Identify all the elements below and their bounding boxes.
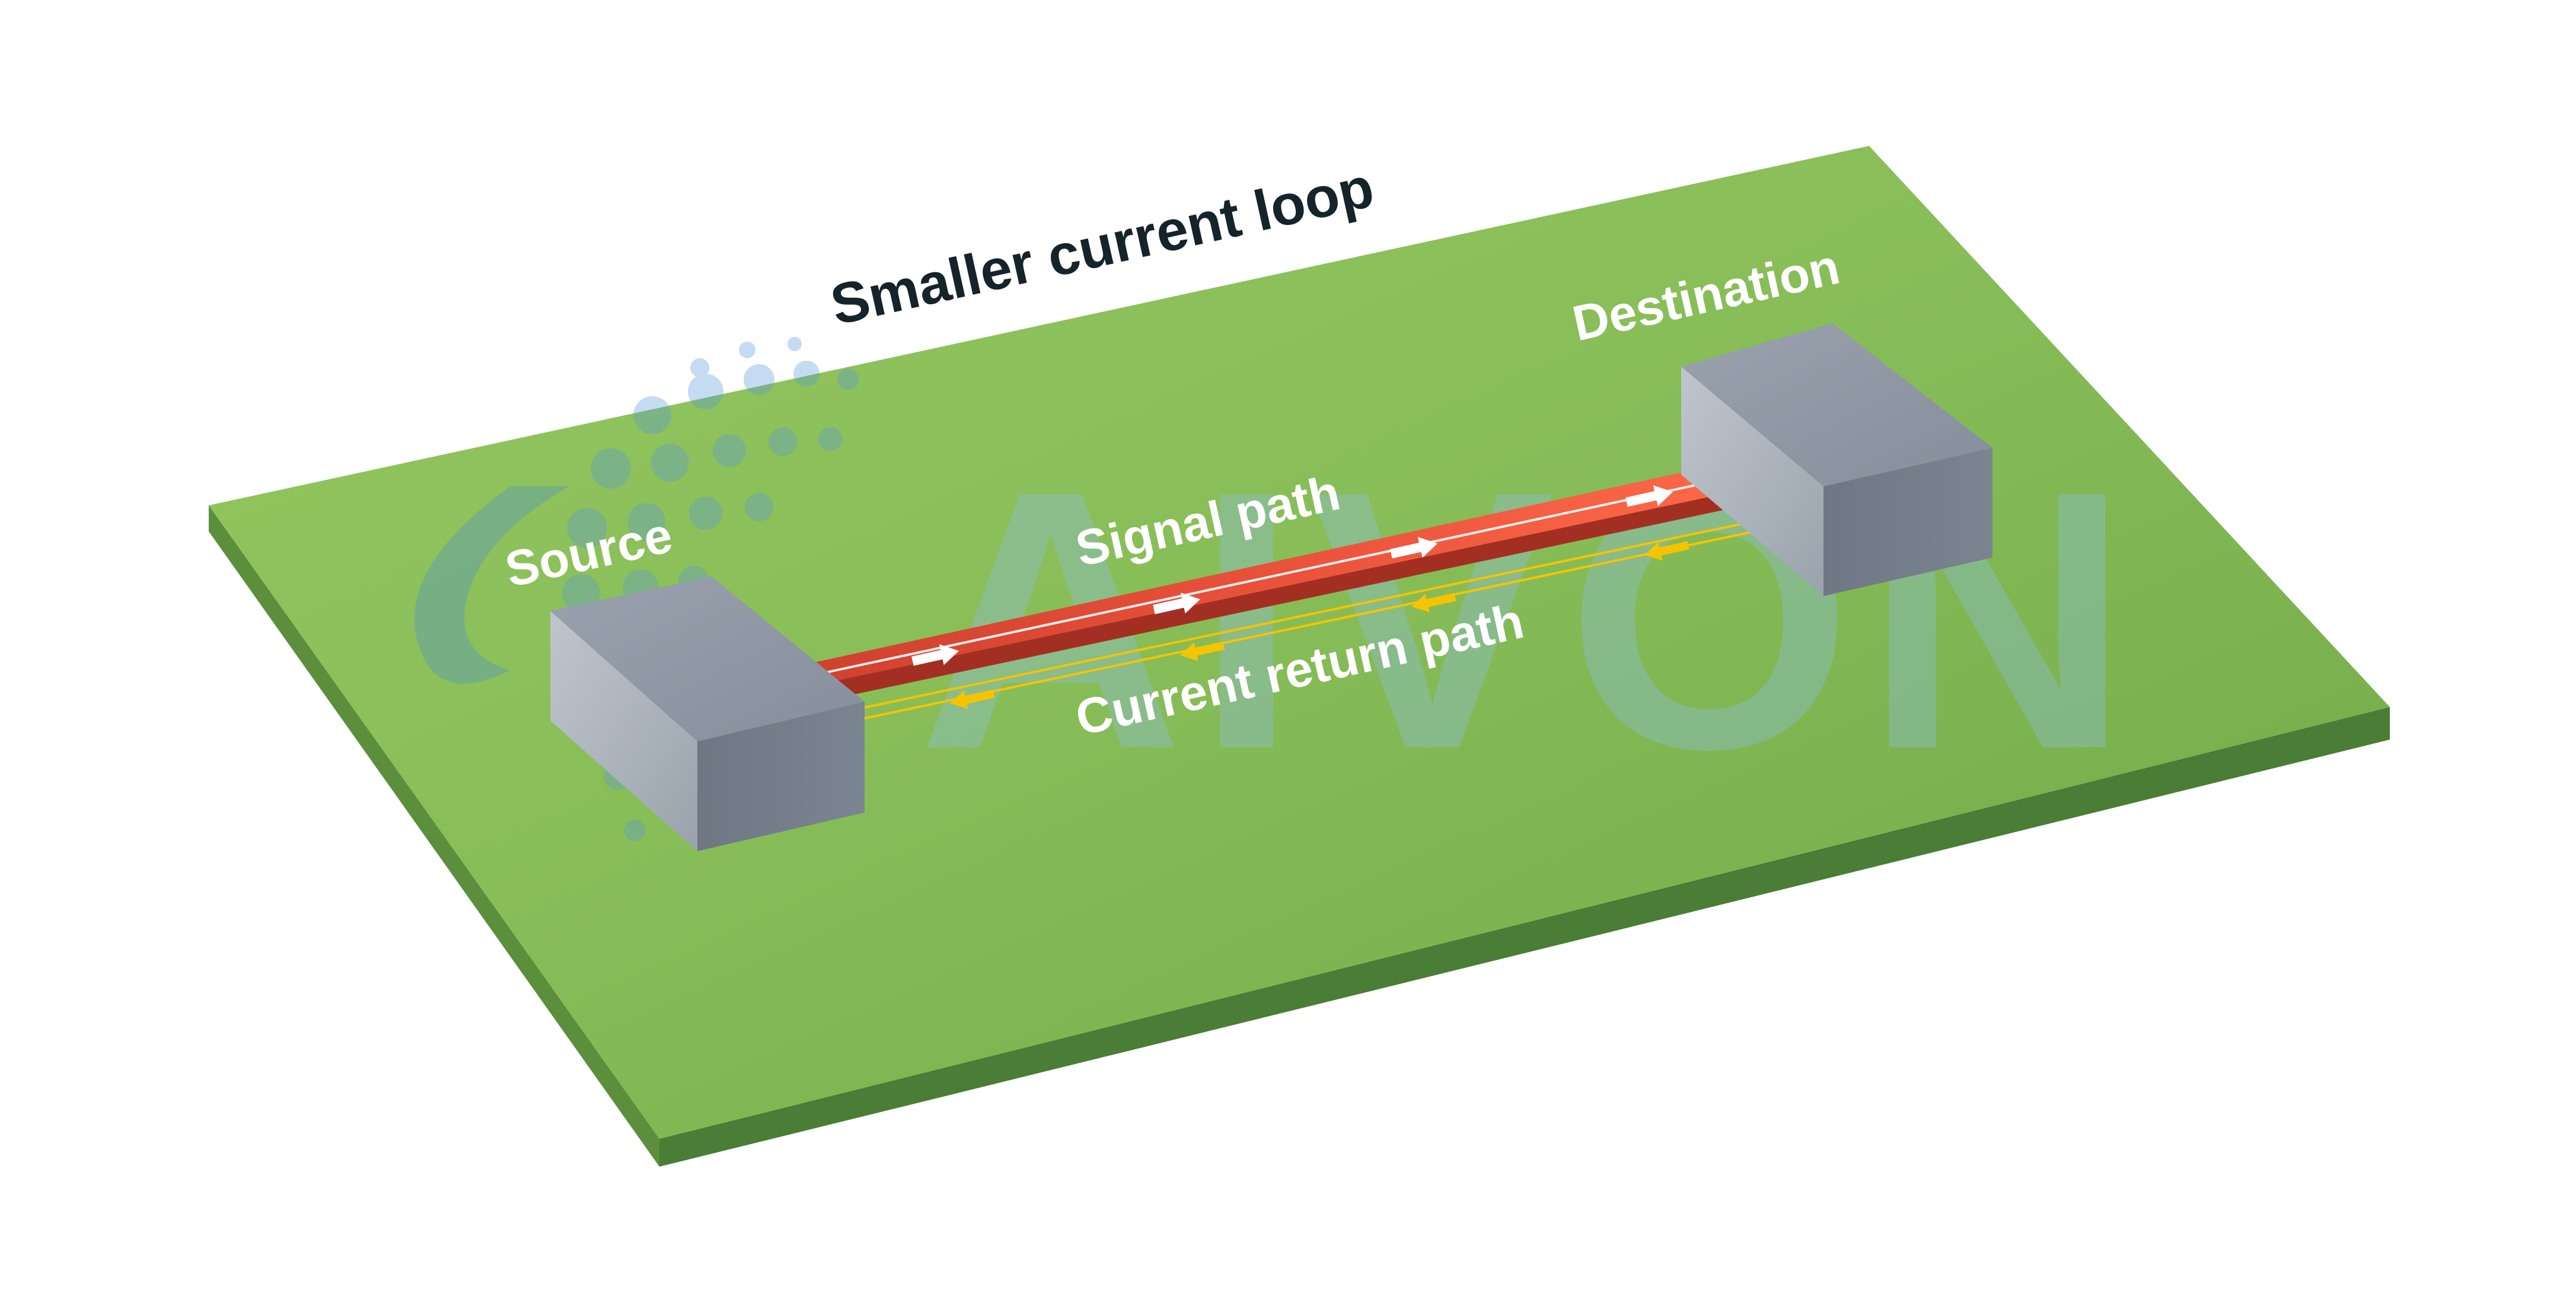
destination-block (1681, 323, 1992, 596)
destination-block-front-face (1823, 448, 1992, 596)
source-block-left-face (550, 611, 697, 851)
destination-block-left-face (1681, 367, 1823, 596)
signal-arrows (911, 485, 1673, 666)
destination-block-top-face (1681, 323, 1992, 486)
current-return-path (830, 514, 1800, 724)
right-arrow-icon (911, 644, 959, 666)
left-arrow-icon (1644, 541, 1689, 561)
pcb-board-side-left (209, 505, 659, 1167)
return-arrows (949, 541, 1689, 709)
return-path-line-bottom (844, 521, 1800, 724)
signal-trace (800, 458, 1779, 706)
return-path-line-top (830, 514, 1786, 716)
right-arrow-icon (1625, 485, 1673, 507)
left-arrow-icon (949, 689, 995, 709)
left-arrow-icon (1179, 641, 1225, 661)
left-arrow-icon (1411, 593, 1456, 613)
source-block-front-face (697, 702, 865, 851)
pcb-board-side-front (659, 707, 2390, 1167)
watermark-swoosh (414, 486, 569, 684)
right-arrow-icon (1153, 593, 1201, 614)
signal-trace-side (801, 482, 1779, 706)
source-block (550, 577, 865, 851)
signal-trace-center-line (800, 469, 1765, 679)
source-block-top-face (550, 577, 865, 741)
right-arrow-icon (1390, 537, 1438, 559)
